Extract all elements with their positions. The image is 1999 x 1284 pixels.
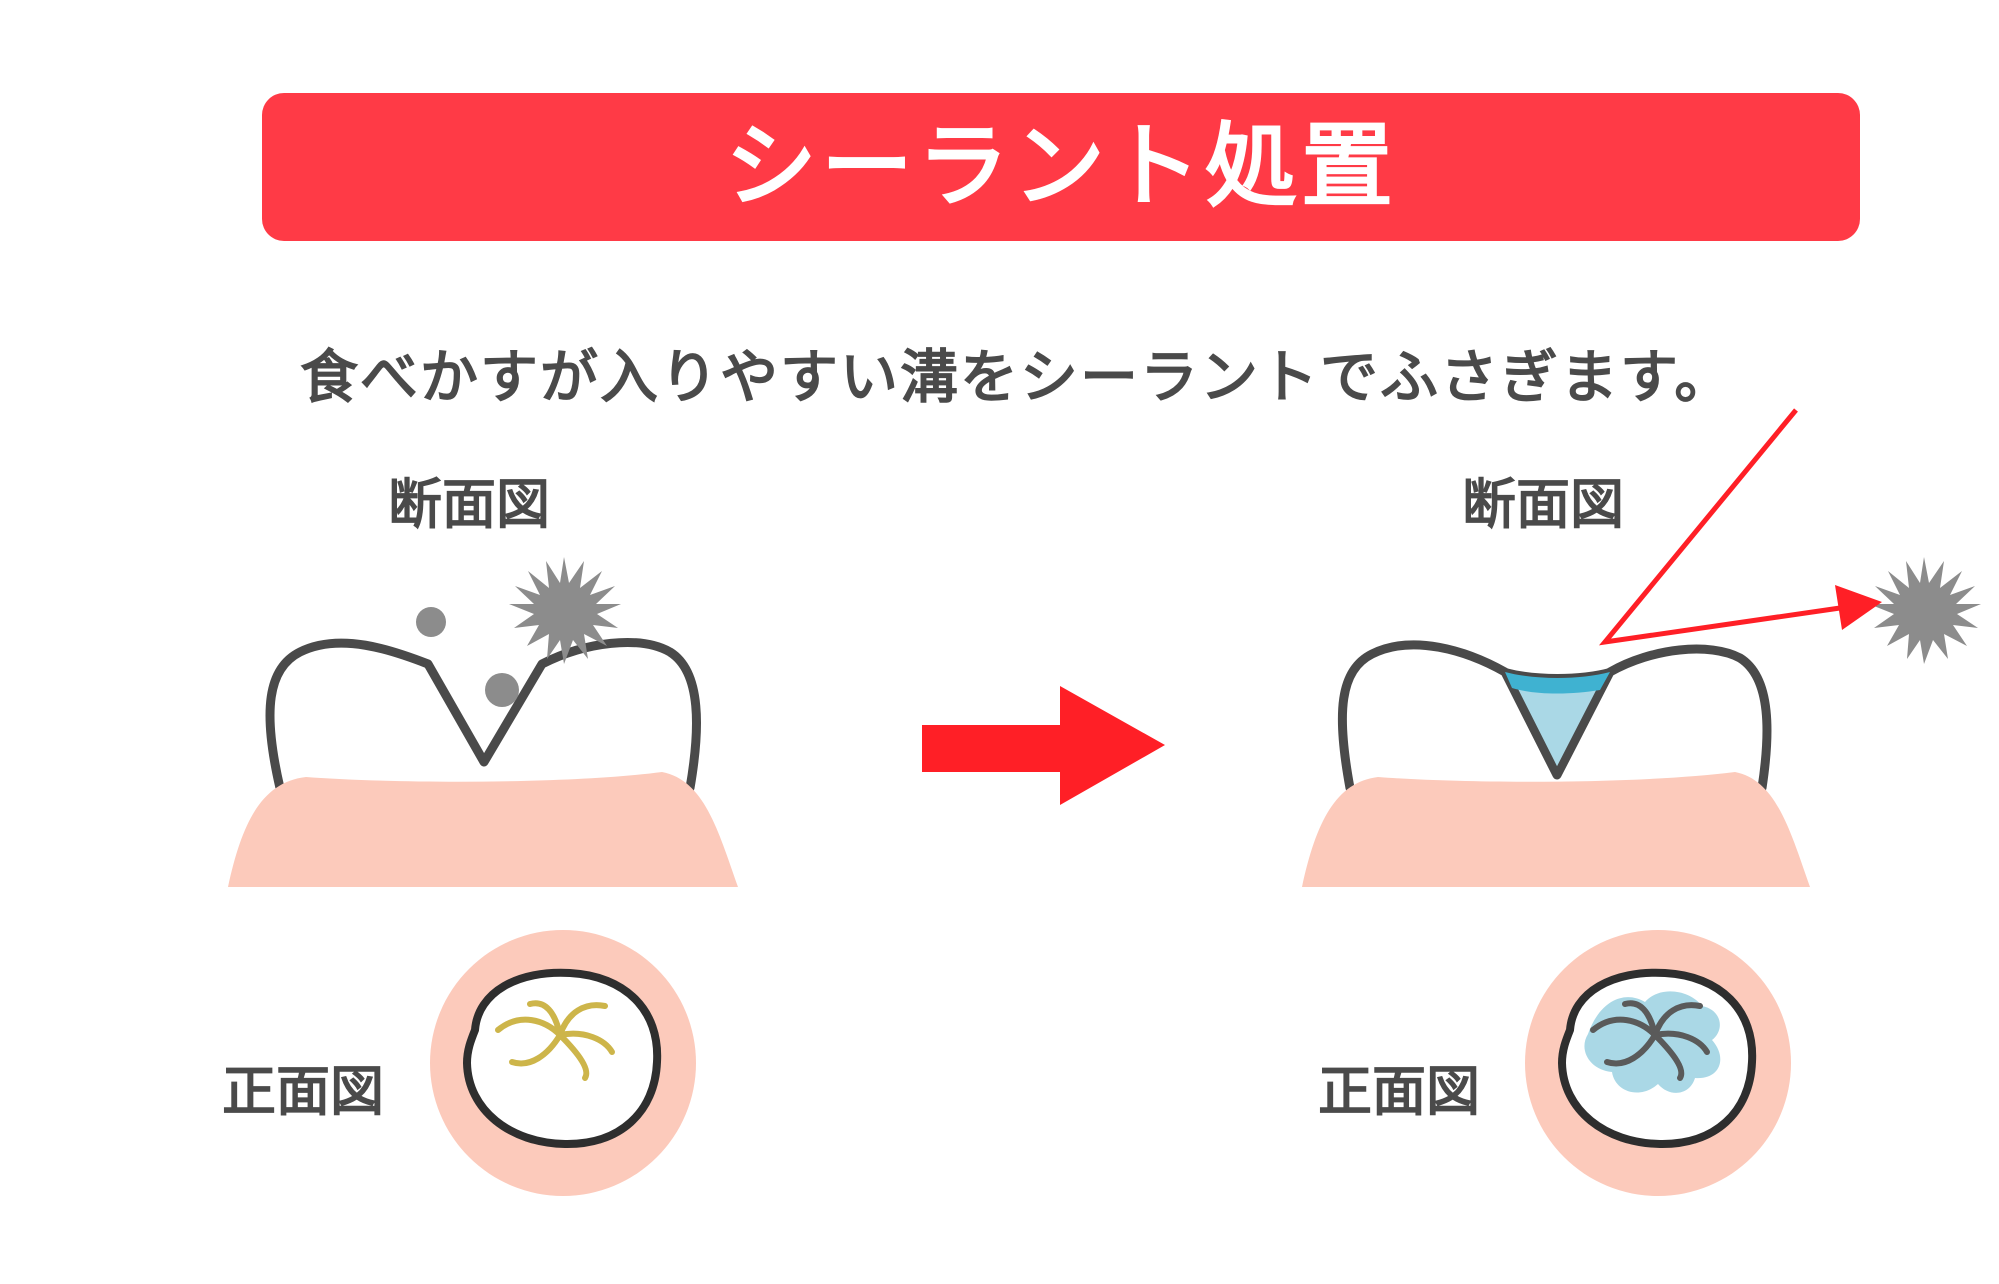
groove-pattern xyxy=(495,1000,615,1081)
debris-dot-icon xyxy=(416,607,446,637)
starburst-icon xyxy=(1869,557,1981,664)
title-banner: シーラント処置 xyxy=(262,93,1860,241)
sealant-top-layer xyxy=(1505,672,1610,694)
label-front-view-after: 正面図 xyxy=(1318,1060,1480,1123)
starburst-icon xyxy=(509,557,621,664)
tooth-cross-section-after xyxy=(1302,408,1981,887)
page-title: シーラント処置 xyxy=(724,113,1397,220)
label-cross-section-before: 断面図 xyxy=(388,473,550,536)
arrowhead-icon xyxy=(1835,585,1882,630)
subtitle: 食べかすが入りやすい溝をシーラントでふさぎます。 xyxy=(300,343,1735,411)
tooth-cross-section-before xyxy=(228,557,738,887)
label-cross-section-after: 断面図 xyxy=(1462,473,1624,536)
gum xyxy=(1302,772,1810,887)
debris-dot-icon xyxy=(485,673,519,707)
deflection-arrow-line xyxy=(1598,408,1841,646)
tooth-front-view-before xyxy=(430,930,696,1196)
groove-pattern xyxy=(1590,1000,1710,1081)
right-arrow-icon xyxy=(922,686,1165,805)
tooth-front-view-after xyxy=(1525,930,1791,1196)
label-front-view-before: 正面図 xyxy=(222,1060,384,1123)
gum xyxy=(228,772,738,887)
tooth-outline xyxy=(265,638,702,793)
tooth-crown-outline xyxy=(462,968,662,1149)
